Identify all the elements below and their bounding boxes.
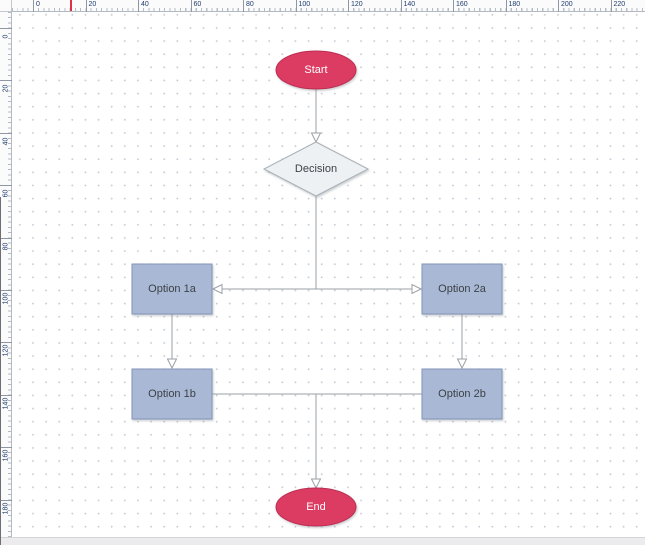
node-option2a[interactable]: Option 2a: [421, 263, 503, 315]
node-option1b-label: Option 1b: [148, 388, 196, 400]
ruler-tick-label: 20: [0, 80, 12, 96]
node-option1a-label: Option 1a: [148, 283, 197, 295]
node-option2b-label: Option 2b: [438, 388, 486, 400]
window-edge: [0, 197, 1, 545]
node-option1b[interactable]: Option 1b: [131, 368, 213, 420]
ruler-tick-label: 160: [453, 0, 468, 12]
connector-start-decision[interactable]: [310, 89, 322, 144]
node-start-label: Start: [304, 64, 327, 76]
ruler-tick-label: 120: [348, 0, 363, 12]
node-decision-label: Decision: [295, 163, 337, 175]
connector-decision-option1a[interactable]: [211, 196, 317, 295]
diagram-surface[interactable]: Start Decision Option 1a Option 2a Optio…: [12, 12, 645, 537]
connector-option1b-end[interactable]: [212, 393, 317, 479]
connector-option2a-option2b[interactable]: [456, 314, 468, 370]
ruler-tick-label: 200: [558, 0, 573, 12]
ruler-position-marker: [70, 0, 72, 11]
ruler-tick-label: 60: [190, 0, 201, 12]
vertical-ruler: 0 20 40 60 80 100 120 140 160 180: [0, 12, 12, 537]
ruler-tick-label: 140: [400, 0, 415, 12]
node-option2a-label: Option 2a: [438, 283, 487, 295]
ruler-tick-label: 120: [0, 342, 12, 358]
ruler-tick-label: 220: [610, 0, 625, 12]
horizontal-ruler: 0 20 40 60 80 100 120 140 160 180 200 220: [12, 0, 645, 12]
ruler-tick-label: 20: [85, 0, 96, 12]
ruler-tick-label: 0: [33, 0, 40, 12]
node-option2b[interactable]: Option 2b: [421, 368, 503, 420]
connector-option1a-option1b[interactable]: [166, 314, 178, 370]
ruler-tick-label: 60: [0, 185, 12, 201]
node-decision[interactable]: Decision: [262, 141, 370, 197]
node-end[interactable]: End: [275, 487, 357, 527]
ruler-tick-label: 180: [0, 499, 12, 516]
canvas-bottom-gutter: [0, 537, 645, 545]
ruler-tick-label: 100: [295, 0, 310, 12]
ruler-tick-label: 40: [0, 132, 12, 149]
ruler-tick-label: 80: [0, 237, 12, 254]
ruler-tick-label: 100: [0, 290, 12, 306]
node-option1a[interactable]: Option 1a: [131, 263, 213, 315]
diagram-canvas[interactable]: Start Decision Option 1a Option 2a Optio…: [12, 12, 645, 537]
ruler-tick-label: 180: [505, 0, 520, 12]
connector-decision-option2a[interactable]: [316, 283, 423, 295]
ruler-corner: [0, 0, 12, 12]
ruler-tick-label: 40: [138, 0, 149, 12]
ruler-tick-label: 140: [0, 394, 12, 411]
ruler-tick-label: 160: [0, 447, 12, 463]
node-start[interactable]: Start: [275, 50, 357, 90]
connector-option2b-end[interactable]: [310, 393, 423, 490]
ruler-tick-label: 0: [0, 28, 12, 44]
ruler-tick-label: 80: [243, 0, 254, 12]
node-end-label: End: [306, 501, 326, 513]
